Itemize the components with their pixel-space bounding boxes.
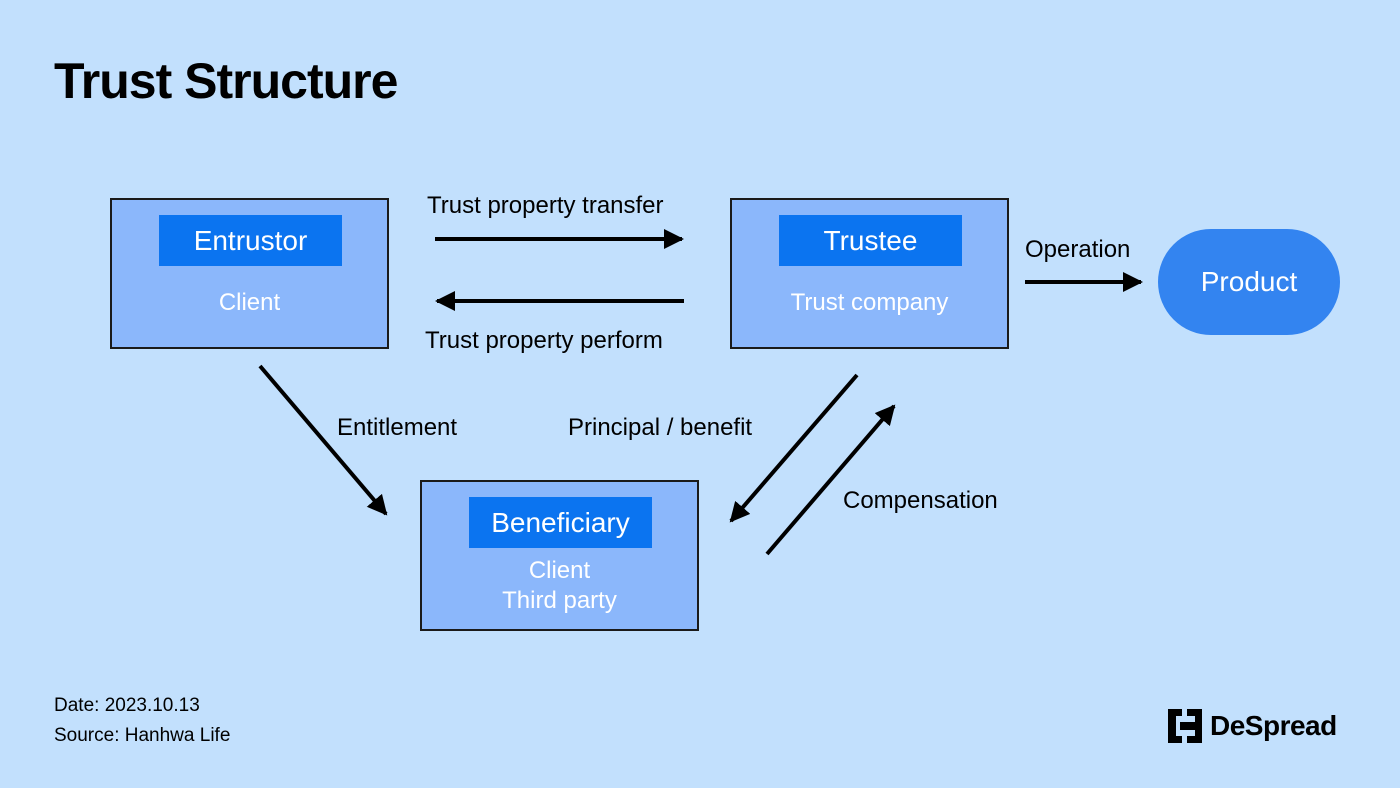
label-transfer: Trust property transfer [427,192,664,219]
brand-logo: DeSpread [1168,708,1337,744]
beneficiary-line-1: Client [528,557,591,584]
label-compensation: Compensation [843,487,998,514]
trustee-line-1: Trust company [790,289,949,316]
trustee-box: Trustee Trust company [730,198,1009,349]
beneficiary-box: Beneficiary Client Third party [420,480,699,631]
entrustor-box: Entrustor Client [110,198,389,349]
entrustor-header: Entrustor [159,215,342,266]
beneficiary-header: Beneficiary [469,497,652,548]
arrow-compensation [765,404,896,556]
footer-source: Source: Hanhwa Life [54,725,231,746]
label-principal: Principal / benefit [568,414,753,441]
product-node: Product [1158,229,1340,335]
label-perform: Trust property perform [425,327,663,354]
entrustor-line-1: Client [218,289,281,316]
beneficiary-line-2: Third party [502,587,617,614]
trustee-header: Trustee [779,215,962,266]
label-operation: Operation [1025,236,1131,263]
despread-logo-icon [1168,709,1202,743]
label-entitlement: Entitlement [337,414,458,441]
logo-text: DeSpread [1210,710,1337,741]
page-title: Trust Structure [54,53,398,109]
arrow-principal [729,373,859,523]
arrow-entitlement [258,364,388,516]
footer-date: Date: 2023.10.13 [54,695,200,716]
